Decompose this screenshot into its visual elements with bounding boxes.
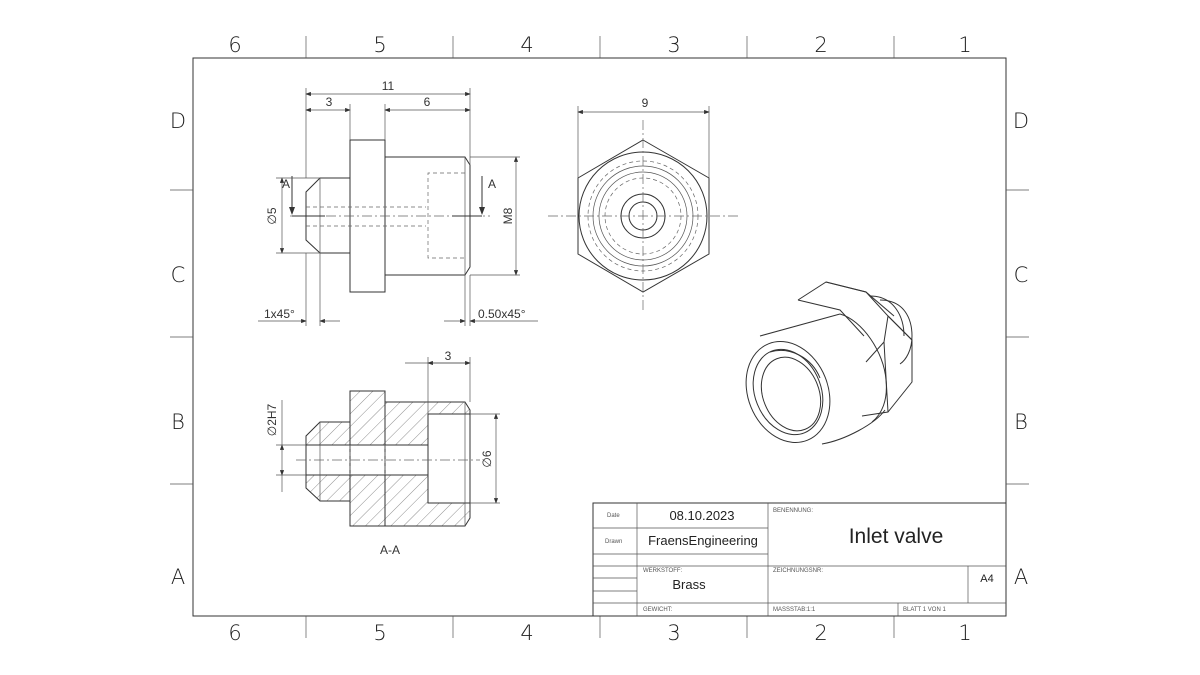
row-label-right: D (1013, 109, 1029, 133)
section-view: 3 ∅2H7 ∅6 A-A (265, 349, 500, 557)
row-label-right: A (1014, 565, 1028, 589)
column-label-top: 4 (520, 33, 533, 57)
row-label-left: D (170, 109, 186, 133)
column-label-bottom: 1 (958, 621, 971, 645)
zeichnungsnr-label: ZEICHNUNGSNR: (773, 568, 823, 574)
sheet-size: A4 (980, 573, 993, 585)
date-label: Date (607, 513, 620, 519)
dim-counterbore-diameter: ∅6 (480, 450, 494, 467)
dim-right-length: 6 (424, 95, 431, 109)
material-value: Brass (672, 577, 706, 592)
column-label-bottom: 5 (373, 621, 386, 645)
isometric-view (745, 281, 913, 445)
dim-left-length: 3 (326, 95, 333, 109)
zone-ticks (170, 36, 1029, 638)
row-label-right: C (1014, 263, 1029, 287)
column-label-top: 2 (814, 33, 827, 57)
side-view: 9 (548, 96, 738, 312)
title-block: Date 08.10.2023 Drawn FraensEngineering … (592, 502, 1007, 617)
section-mark-left: A (282, 177, 290, 191)
blatt-label: BLATT 1 VON 1 (903, 607, 946, 613)
dim-counterbore-depth: 3 (445, 349, 452, 363)
row-label-right: B (1014, 410, 1028, 434)
date-value: 08.10.2023 (669, 508, 734, 523)
benennung-label: BENENNUNG: (773, 508, 813, 514)
drawn-label: Drawn (605, 539, 622, 545)
column-label-top: 3 (667, 33, 680, 57)
dim-diameter: ∅5 (265, 207, 279, 224)
section-mark-right: A (488, 177, 496, 191)
column-label-bottom: 2 (814, 621, 827, 645)
gewicht-label: GEWICHT: (643, 607, 673, 613)
section-label: A-A (380, 543, 400, 557)
werkstoff-label: WERKSTOFF: (643, 568, 683, 574)
dim-bore: ∅2H7 (265, 403, 279, 436)
front-view: A A 11 3 6 ∅5 M8 1x45° 0 (258, 79, 538, 326)
column-label-bottom: 3 (667, 621, 680, 645)
drawing-title: Inlet valve (849, 525, 944, 548)
column-label-bottom: 6 (228, 621, 241, 645)
column-label-bottom: 4 (520, 621, 533, 645)
row-label-left: C (171, 263, 186, 287)
row-label-left: A (171, 565, 185, 589)
dim-overall-length: 11 (382, 79, 395, 93)
chamfer-right: 0.50x45° (478, 307, 526, 321)
row-label-left: B (171, 410, 185, 434)
massstab-label: MASSSTAB:1:1 (773, 607, 816, 613)
dim-hex-width: 9 (642, 96, 649, 110)
column-label-top: 1 (958, 33, 971, 57)
column-label-top: 6 (228, 33, 241, 57)
dim-thread: M8 (501, 207, 515, 224)
column-label-top: 5 (373, 33, 386, 57)
chamfer-left: 1x45° (264, 307, 295, 321)
drawn-value: FraensEngineering (648, 533, 758, 548)
